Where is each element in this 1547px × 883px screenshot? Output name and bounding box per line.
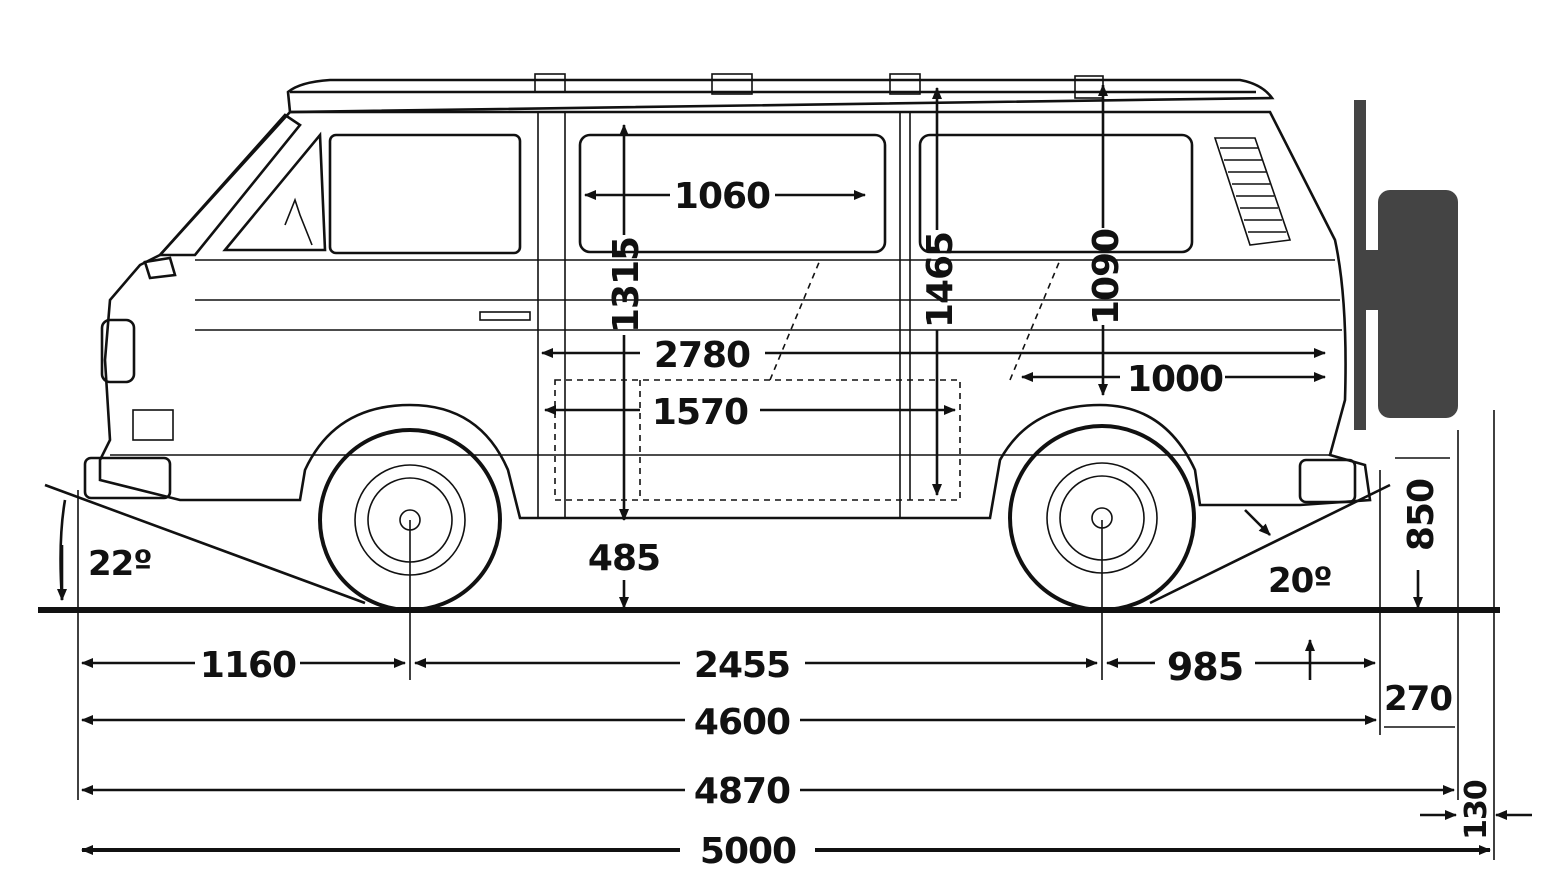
label-overall-height: 1465 <box>920 232 961 328</box>
spare-wheel-carrier <box>1354 100 1458 430</box>
label-length-total: 5000 <box>700 831 796 872</box>
label-length-with-hitch: 4870 <box>694 771 790 812</box>
dimension-labels: 1060 1315 1465 1090 2780 1570 1000 485 2… <box>88 176 1494 872</box>
label-spare-depth: 130 <box>1459 780 1494 840</box>
label-departure-angle: 20º <box>1268 561 1332 601</box>
label-interior-height: 1315 <box>606 237 647 333</box>
label-wheelbase: 2455 <box>694 645 790 686</box>
label-length-body: 4600 <box>694 702 790 743</box>
label-rear-overhang: 985 <box>1167 645 1243 689</box>
label-door-width: 1570 <box>652 392 748 433</box>
dimension-lines <box>77 84 1532 860</box>
label-hitch-length: 270 <box>1384 679 1452 719</box>
label-front-overhang: 1160 <box>200 645 296 686</box>
label-cargo-length: 2780 <box>654 335 750 376</box>
label-rear-length: 1000 <box>1127 359 1223 400</box>
label-rear-height: 1090 <box>1086 229 1127 325</box>
label-rear-height-low: 850 <box>1401 479 1442 551</box>
van-body <box>83 73 1372 520</box>
label-approach-angle: 22º <box>88 544 152 584</box>
label-window-width: 1060 <box>674 176 770 217</box>
label-ground-clearance: 485 <box>588 538 660 579</box>
